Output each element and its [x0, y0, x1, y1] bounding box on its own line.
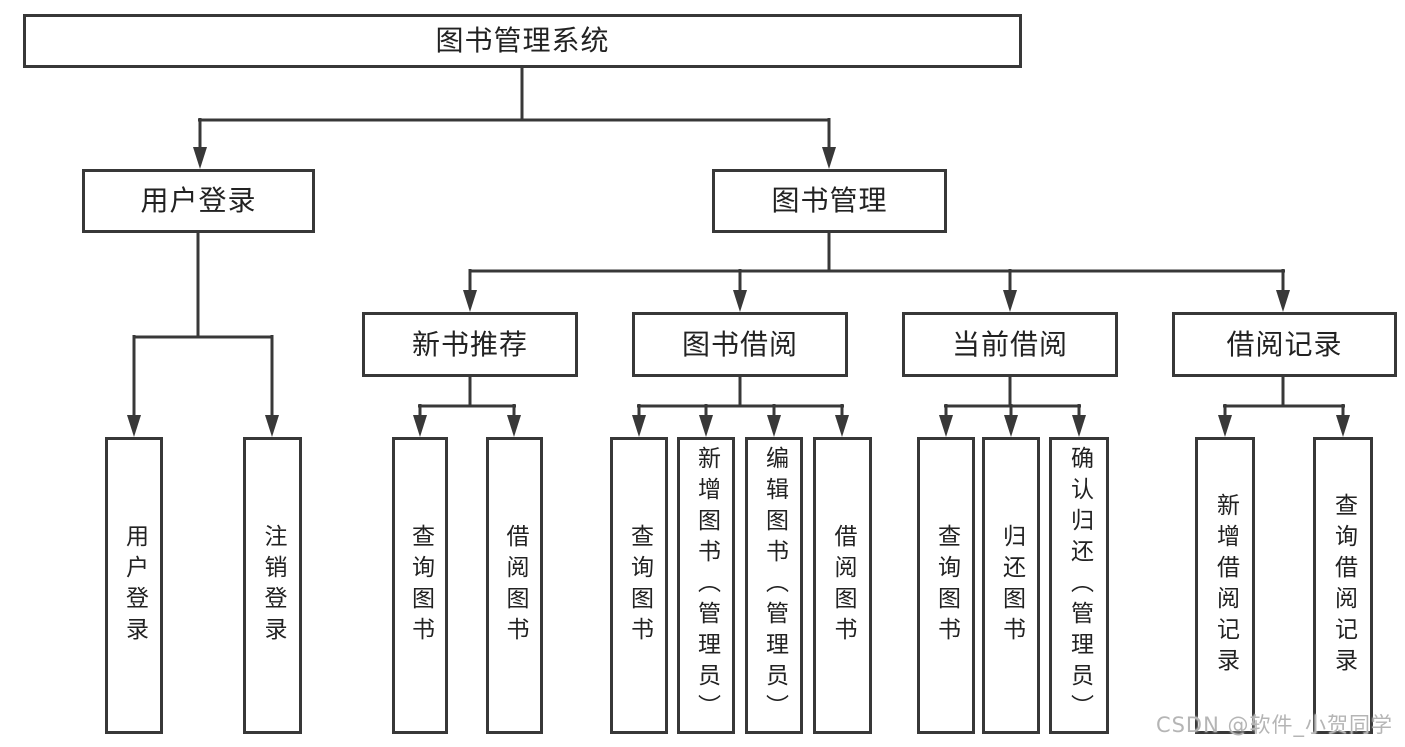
node-borrowing-records: 借阅记录: [1172, 312, 1397, 377]
arrowheads: [127, 147, 1350, 437]
node-current-borrowing: 当前借阅: [902, 312, 1118, 377]
leaf-return-book: 归还图书: [982, 437, 1040, 734]
leaf-logout: 注销登录: [243, 437, 302, 734]
leaf-query-books-current: 查询图书: [917, 437, 975, 734]
leaf-confirm-return-admin: 确认归还（管理员）: [1049, 437, 1109, 734]
leaf-edit-book-admin: 编辑图书（管理员）: [745, 437, 803, 734]
node-root: 图书管理系统: [23, 14, 1022, 68]
node-user-login: 用户登录: [82, 169, 315, 233]
leaf-query-books-recommend: 查询图书: [392, 437, 448, 734]
watermark: CSDN @软件_小贺同学: [1155, 713, 1393, 737]
node-book-management: 图书管理: [712, 169, 947, 233]
leaf-query-borrow-record: 查询借阅记录: [1313, 437, 1373, 734]
leaf-add-borrow-record: 新增借阅记录: [1195, 437, 1255, 734]
leaf-add-book-admin: 新增图书（管理员）: [677, 437, 735, 734]
node-book-borrowing: 图书借阅: [632, 312, 848, 377]
leaf-borrow-books-borrowing: 借阅图书: [813, 437, 872, 734]
leaf-query-books-borrowing: 查询图书: [610, 437, 668, 734]
leaf-user-login: 用户登录: [105, 437, 163, 734]
leaf-borrow-books-recommend: 借阅图书: [486, 437, 543, 734]
node-new-book-recommend: 新书推荐: [362, 312, 578, 377]
